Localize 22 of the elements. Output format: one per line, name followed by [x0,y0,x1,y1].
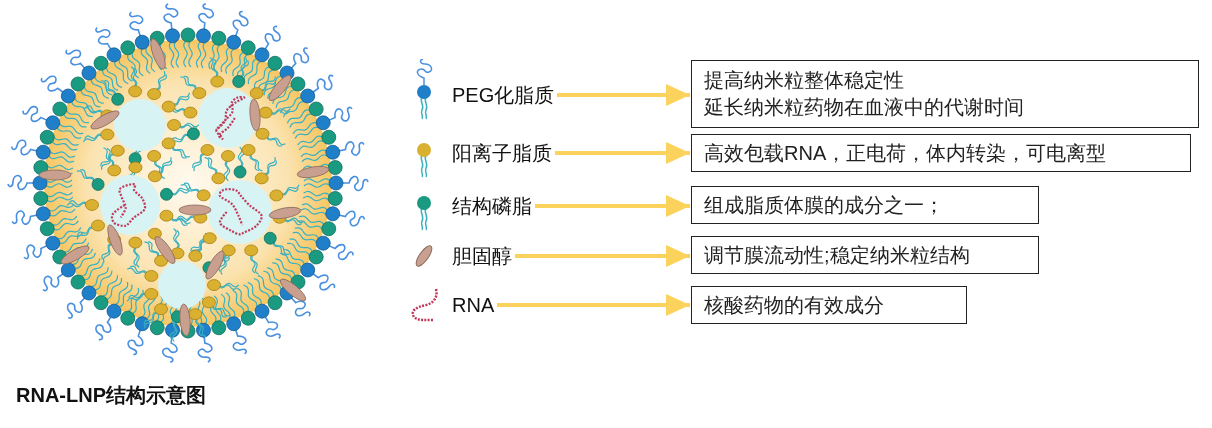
description-box [691,60,1199,128]
description-text: 提高纳米粒整体稳定性 [704,68,905,93]
arrow [555,142,690,164]
component-label: PEG化脂质 [452,80,555,110]
description-text: 高效包载RNA，正电荷，体内转染，可电离型 [704,140,1108,166]
description-text: 调节膜流动性;稳定纳米粒结构 [704,242,971,268]
description-box [691,186,1039,224]
component-label: 阳离子脂质 [452,138,552,168]
description-box [691,286,967,324]
description-box [691,134,1191,172]
description-text: 核酸药物的有效成分 [704,292,885,318]
component-label: RNA [452,290,495,320]
component-label: 结构磷脂 [452,191,532,221]
description-text: 组成脂质体膜的成分之一； [704,192,945,218]
figure-caption: RNA-LNP结构示意图 [16,383,206,408]
description-box [691,236,1039,274]
component-label: 胆固醇 [452,241,512,271]
description-text: 延长纳米粒药物在血液中的代谢时间 [704,95,1025,120]
arrow [497,294,690,316]
arrow [515,245,690,267]
arrow [557,84,690,106]
arrow [535,195,690,217]
